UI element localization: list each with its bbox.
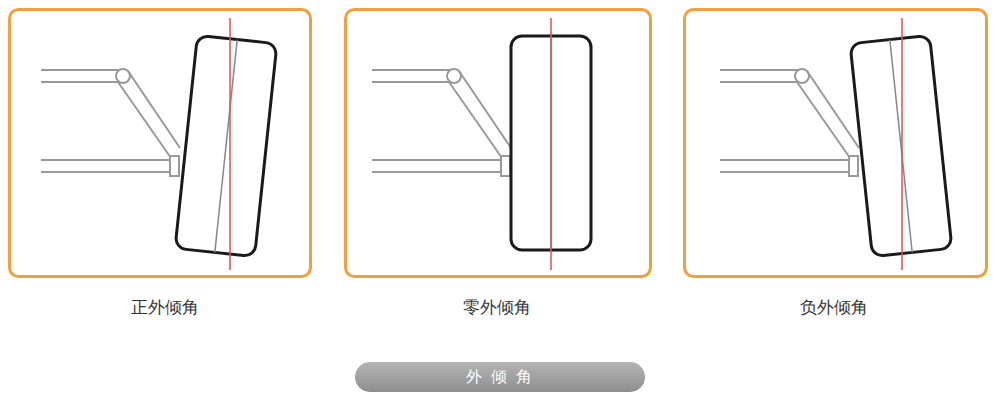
drawing-part	[175, 35, 277, 256]
drawing-part	[685, 10, 987, 277]
negative-camber-panel	[685, 10, 987, 277]
camber-label: 零外倾角	[463, 296, 531, 319]
drawing-part	[372, 69, 511, 176]
camber-label: 负外倾角	[800, 296, 868, 319]
drawing-part	[720, 69, 859, 176]
drawing-part	[41, 69, 180, 176]
zero-camber-panel	[346, 10, 651, 277]
drawing-part	[850, 35, 952, 256]
drawing-part	[372, 69, 511, 176]
drawing-part	[10, 10, 311, 277]
drawing-part	[850, 35, 952, 256]
drawing-part	[41, 69, 180, 176]
caption-pill: 外 倾 角	[355, 362, 645, 392]
drawing-part	[550, 18, 552, 270]
drawing-part	[720, 69, 859, 176]
drawing-part	[229, 18, 231, 270]
drawing-part	[346, 10, 651, 277]
drawing-part	[175, 35, 277, 256]
drawing-part	[901, 18, 903, 270]
positive-camber-panel	[10, 10, 311, 277]
camber-label: 正外倾角	[131, 296, 199, 319]
